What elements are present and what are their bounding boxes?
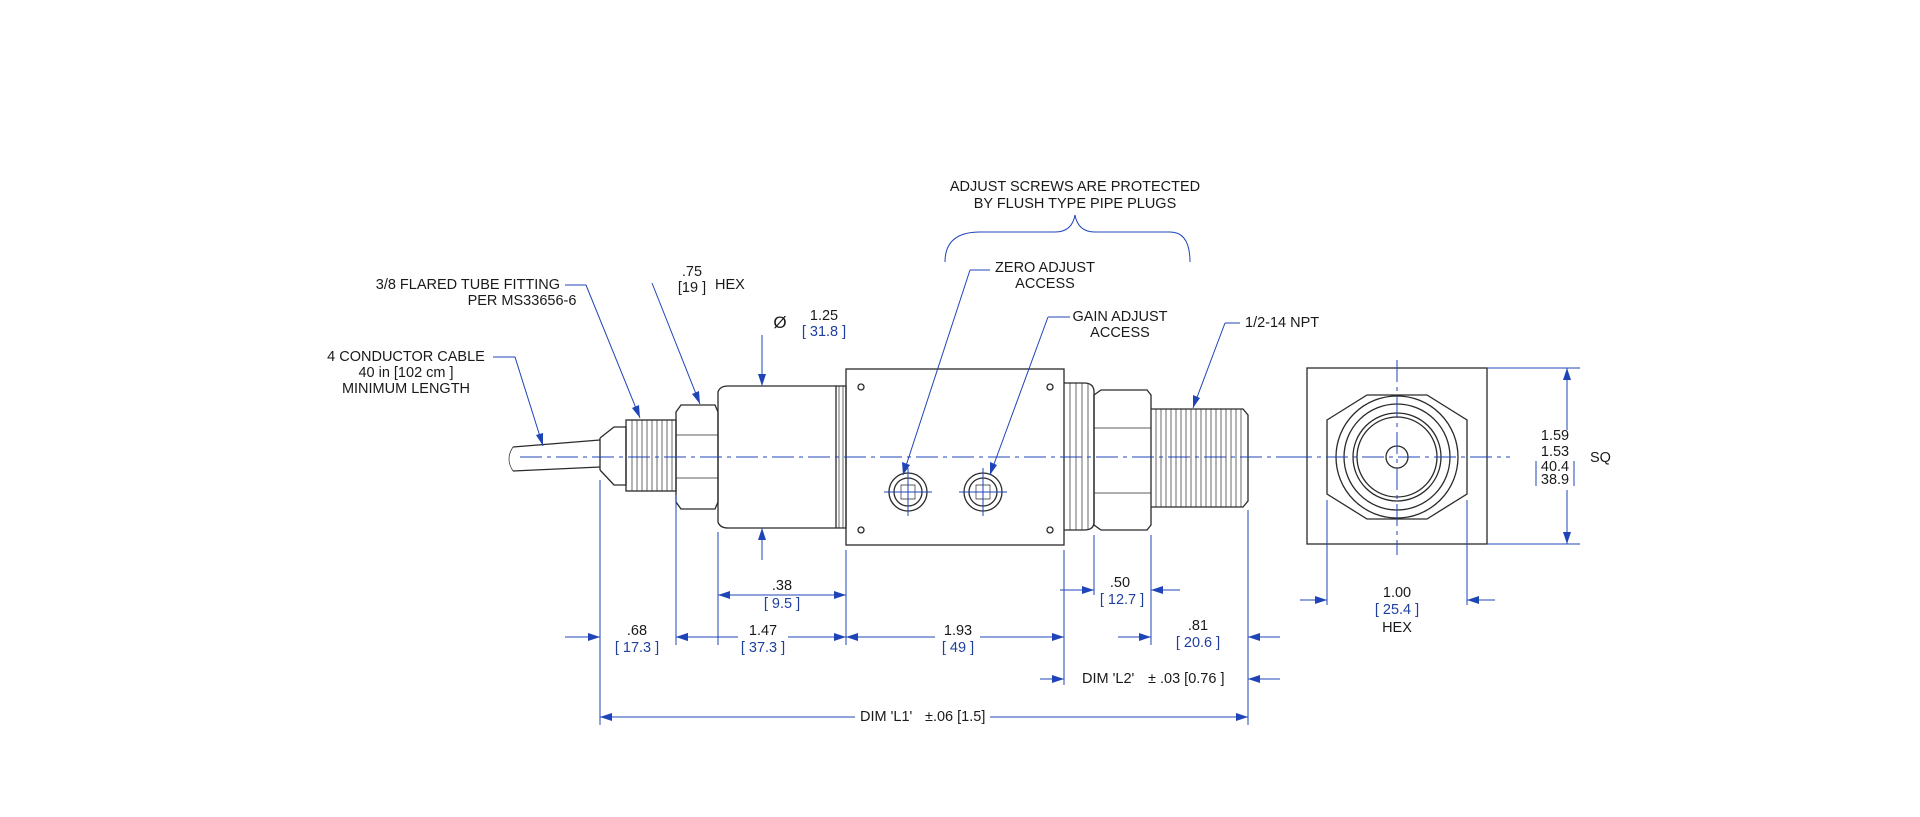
npt-thread <box>1151 408 1249 508</box>
square-mm-min: 38.9 <box>1541 472 1569 488</box>
large-hex-inch: 1.00 <box>1383 585 1411 601</box>
adjust-note-line1: ADJUST SCREWS ARE PROTECTED <box>950 179 1200 195</box>
square-inch-min: 1.53 <box>1541 444 1569 460</box>
square-inch-max: 1.59 <box>1541 428 1569 444</box>
small-hex-label: HEX <box>715 277 745 293</box>
extension-lines <box>599 367 1580 725</box>
dim-l2-label: DIM 'L2' <box>1082 671 1135 687</box>
fitting-line2: PER MS33656-6 <box>468 293 577 309</box>
dim-l1-label: DIM 'L1' <box>860 709 913 725</box>
dim-081-inch: .81 <box>1188 618 1208 634</box>
dim-038-mm: [ 9.5 ] <box>764 596 800 612</box>
cable-line3: MINIMUM LENGTH <box>342 381 470 397</box>
diameter-inch: 1.25 <box>810 308 838 324</box>
square-housing <box>845 368 1065 546</box>
annotation-text: ADJUST SCREWS ARE PROTECTED BY FLUSH TYP… <box>327 179 1611 725</box>
square-label: SQ <box>1590 450 1611 466</box>
dim-068-inch: .68 <box>627 623 647 639</box>
large-hex-mm: [ 25.4 ] <box>1375 602 1419 618</box>
small-hex-mm: [19 ] <box>678 280 706 296</box>
end-view-hex <box>1326 394 1468 520</box>
large-hex-label: HEX <box>1382 620 1412 636</box>
dim-147-mm: [ 37.3 ] <box>741 640 785 656</box>
zero-adjust-line2: ACCESS <box>1015 276 1075 292</box>
adjust-note-line2: BY FLUSH TYPE PIPE PLUGS <box>974 196 1177 212</box>
gain-adjust-line2: ACCESS <box>1090 325 1150 341</box>
dim-050-inch: .50 <box>1110 575 1130 591</box>
dimension-lines <box>565 335 1571 721</box>
dim-050-mm: [ 12.7 ] <box>1100 592 1144 608</box>
zero-adjust-line1: ZERO ADJUST <box>995 260 1095 276</box>
cable-line1: 4 CONDUCTOR CABLE <box>327 349 485 365</box>
large-hex-body <box>1093 389 1152 531</box>
cable-line2: 40 in [102 cm ] <box>358 365 453 381</box>
npt-label: 1/2-14 NPT <box>1245 315 1319 331</box>
dim-l1-tolerance: ±.06 [1.5] <box>925 709 985 725</box>
flared-tube-fitting <box>599 419 677 492</box>
dim-068-mm: [ 17.3 ] <box>615 640 659 656</box>
diameter-symbol: Ø <box>773 313 786 332</box>
dim-193-inch: 1.93 <box>944 623 972 639</box>
dim-081-mm: [ 20.6 ] <box>1176 635 1220 651</box>
square-mm-max: 40.4 <box>1541 459 1569 475</box>
small-hex-inch: .75 <box>682 264 702 280</box>
diameter-mm: [ 31.8 ] <box>802 324 846 340</box>
dim-193-mm: [ 49 ] <box>942 640 974 656</box>
dim-147-inch: 1.47 <box>749 623 777 639</box>
end-view <box>1290 360 1510 555</box>
leader-lines <box>493 214 1240 476</box>
fitting-line1: 3/8 FLARED TUBE FITTING <box>376 277 560 293</box>
cable <box>508 438 601 472</box>
dim-l2-tolerance: ± .03 [0.76 ] <box>1148 671 1224 687</box>
gain-adjust-line1: GAIN ADJUST <box>1072 309 1167 325</box>
dim-038-inch: .38 <box>772 578 792 594</box>
side-view <box>508 368 1300 546</box>
